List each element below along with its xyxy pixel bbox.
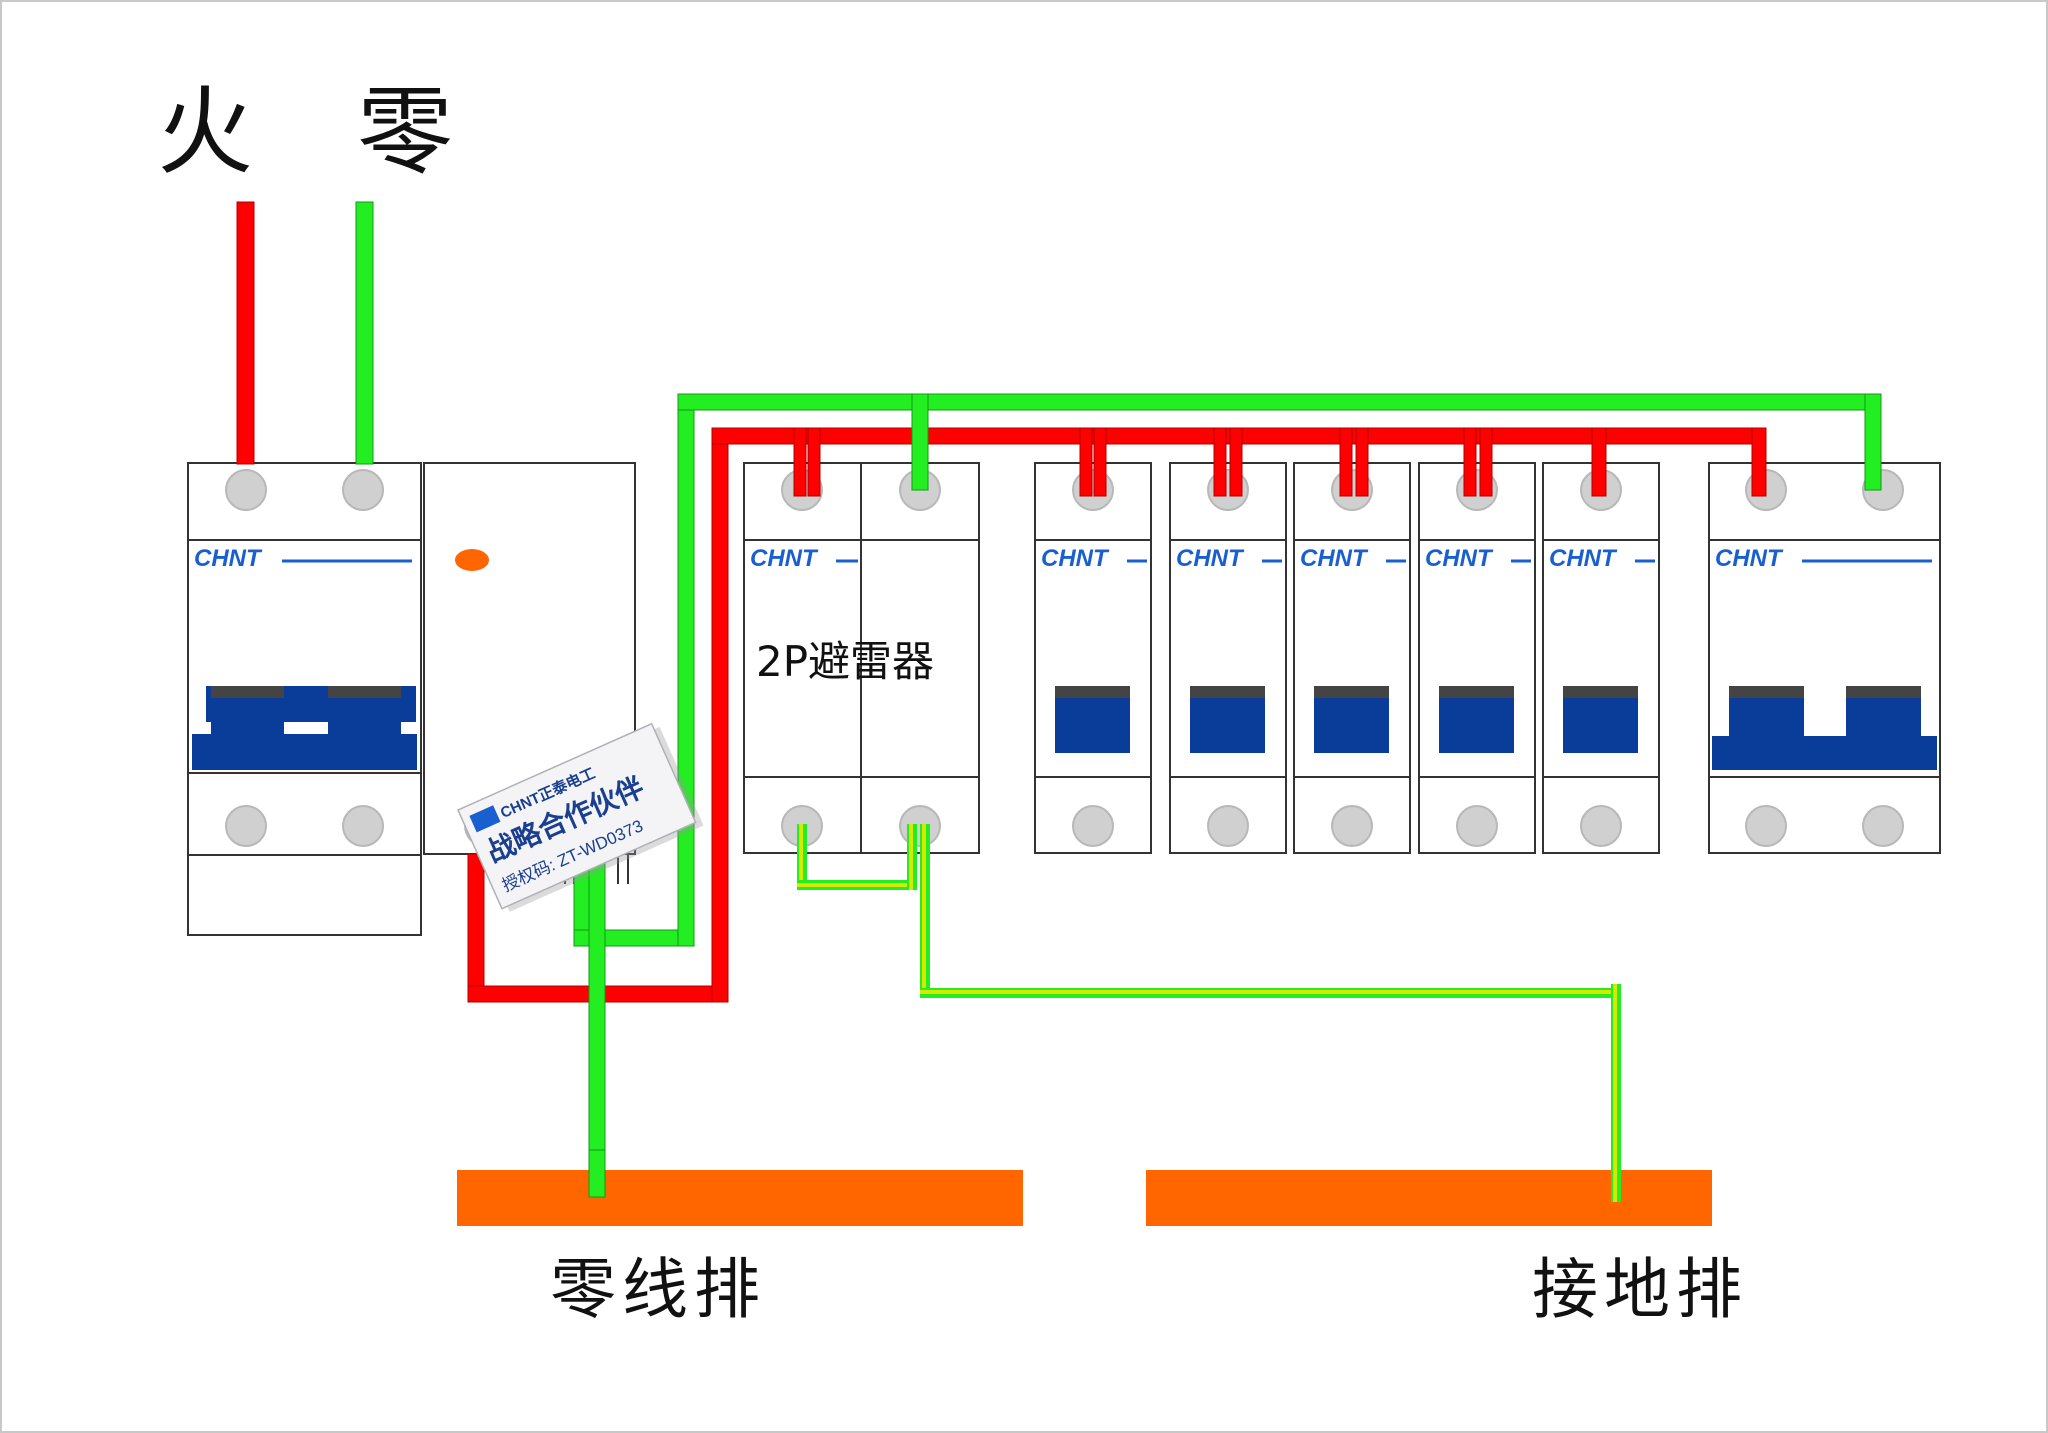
- label-live: 火: [157, 76, 253, 188]
- indicator-light: [455, 549, 489, 571]
- breaker-handle[interactable]: [1190, 698, 1265, 753]
- branch-breaker-4: CHNT: [1418, 462, 1536, 854]
- breaker-handle[interactable]: [1439, 698, 1514, 753]
- branch-breaker-3: CHNT: [1293, 462, 1411, 854]
- neutral-wire-incoming: [355, 201, 374, 465]
- branch-breaker-2: CHNT: [1169, 462, 1287, 854]
- breaker-handle[interactable]: [1314, 698, 1389, 753]
- breaker-handle[interactable]: [1729, 698, 1804, 738]
- branch-breaker-1: CHNT: [1034, 462, 1152, 854]
- ground-wire: [797, 824, 1621, 1202]
- label-ground-bar: 接地排: [1532, 1251, 1748, 1328]
- main-breaker: CHNT: [187, 462, 422, 936]
- brand-logo: CHNT: [1176, 545, 1245, 572]
- brand-logo: CHNT: [750, 545, 819, 572]
- ground-bus-bar: [1146, 1170, 1712, 1226]
- live-wire-incoming: [236, 201, 255, 465]
- spd: CHNT 2P避雷器: [743, 462, 980, 854]
- label-neutral: 零: [357, 76, 453, 188]
- branch-breaker-6: CHNT: [1708, 462, 1941, 854]
- brand-logo: CHNT: [1549, 545, 1618, 572]
- brand-logo: CHNT: [1425, 545, 1494, 572]
- breaker-handle[interactable]: [1055, 698, 1130, 753]
- neutral-bus-bar: [457, 1170, 1023, 1226]
- brand-logo: CHNT: [194, 545, 263, 572]
- brand-logo: CHNT: [1300, 545, 1369, 572]
- branch-breaker-5: CHNT: [1542, 462, 1660, 854]
- brand-logo: CHNT: [1041, 545, 1110, 572]
- spd-label: 2P避雷器: [756, 637, 934, 686]
- breaker-handle[interactable]: [1563, 698, 1638, 753]
- label-neutral-bar: 零线排: [550, 1251, 766, 1328]
- brand-logo: CHNT: [1715, 545, 1784, 572]
